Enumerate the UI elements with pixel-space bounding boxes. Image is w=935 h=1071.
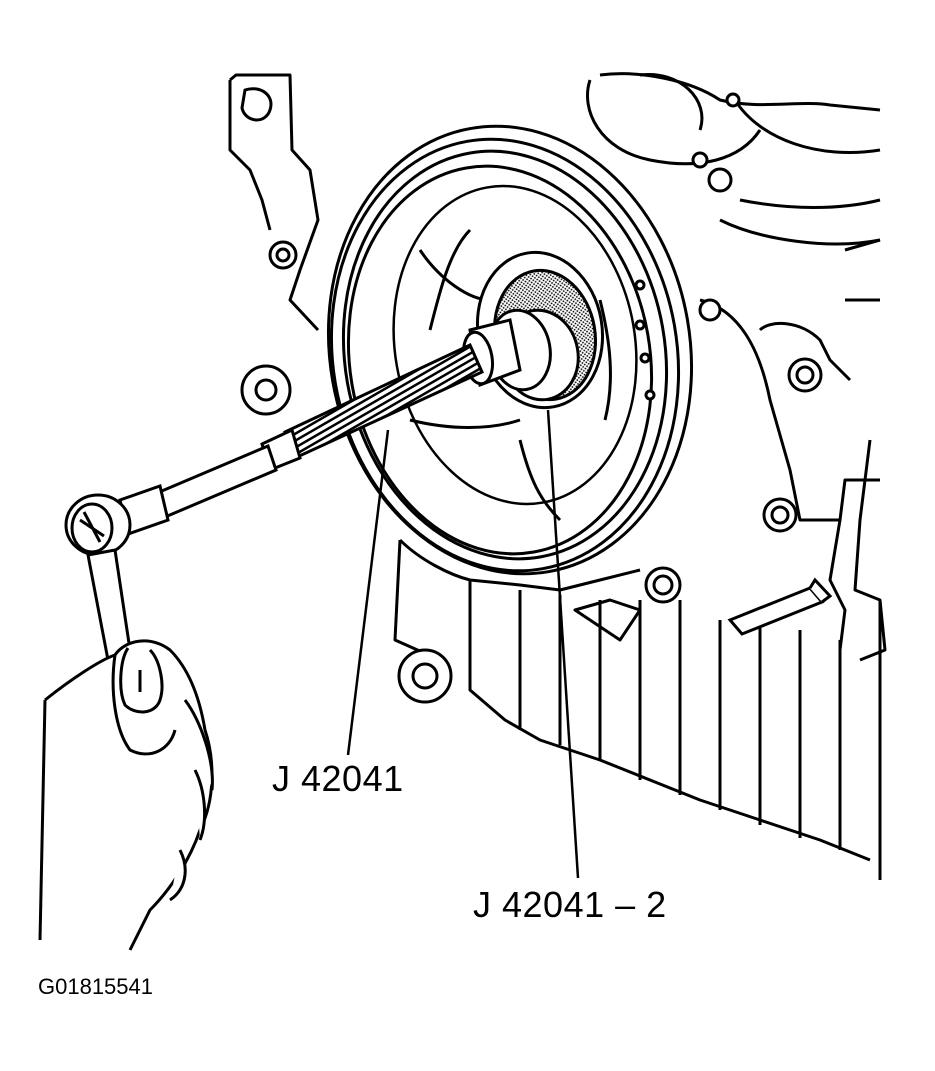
hand bbox=[38, 639, 214, 951]
figure-id: G01815541 bbox=[38, 974, 153, 999]
leader-j42041 bbox=[346, 429, 390, 756]
engine-block bbox=[228, 72, 887, 880]
bolt-heads bbox=[240, 92, 823, 704]
ratchet-wrench bbox=[64, 484, 170, 663]
sensor-connector bbox=[727, 577, 833, 636]
leader-lines bbox=[346, 409, 580, 879]
callout-j42041: J 42041 bbox=[272, 758, 404, 799]
callout-j42041-2: J 42041 – 2 bbox=[473, 884, 667, 925]
tool-j42041 bbox=[148, 342, 484, 523]
adapter-j42041-2 bbox=[461, 308, 580, 402]
leader-j42041-2 bbox=[546, 409, 580, 879]
